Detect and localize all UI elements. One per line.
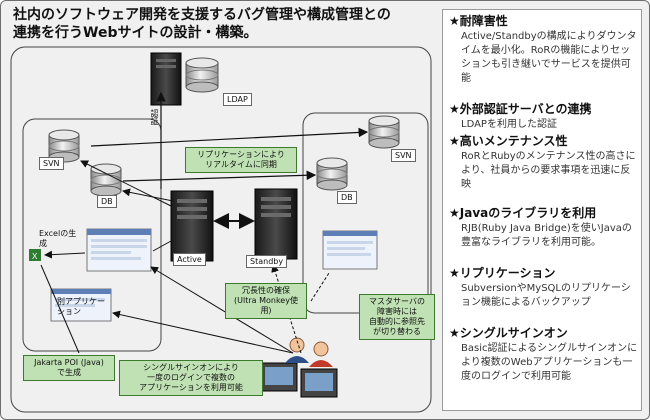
db-right-disk-icon [316, 157, 348, 191]
jakarta-note: Jakarta POI (Java) で生成 [23, 355, 115, 381]
title-line-2: 連携を行うWebサイトの設計・構築。 [13, 25, 258, 41]
sso-note: シングルサインオンにより 一度のログインで複数の アプリケーションを利用可能 [119, 360, 263, 396]
other-app-label: 別アプリケーション [57, 297, 105, 316]
svn-left-label: SVN [39, 157, 64, 170]
ldap-server-icon [150, 52, 182, 106]
db-right-label: DB [337, 191, 357, 204]
auth-label: 認証 [150, 109, 159, 125]
svn-replication-link [90, 127, 369, 147]
svn-right-label: SVN [391, 149, 416, 162]
title-line-1: 社内のソフトウェア開発を支援するバグ管理や構成管理との [13, 7, 391, 23]
feature-heading-3: ★高いメンテナンス性 [449, 134, 568, 148]
failover-link [310, 272, 330, 302]
feature-body-6: Basic認証によるシングルサインオンにより複数のWebアプリケーションも一度の… [461, 343, 638, 382]
active-svn-link [80, 160, 172, 207]
failover-note: マスタサーバの 障害時には 自動的に参照先 が切り替わる [359, 294, 435, 340]
excel-gen-label: Excelの生成 [39, 229, 77, 248]
feature-body-3: RoRとRubyのメンテナンス性の高さにより、社員からの要求事項を迅速に反映 [461, 151, 636, 190]
db-left-label: DB [97, 195, 117, 208]
db-left-disk-icon [90, 163, 122, 197]
jakarta-link [40, 264, 80, 354]
app-screenshot-2 [50, 288, 112, 322]
feature-body-5: SubversionやMySQLのリプリケーション機能によるバックアップ [461, 283, 631, 308]
user-active-link [150, 266, 294, 354]
app-screenshot-1 [86, 228, 152, 272]
standby-server-icon [254, 188, 298, 260]
users-icon [260, 337, 338, 398]
active-server-icon [170, 190, 214, 262]
system-boundary [10, 46, 432, 413]
replication-note: リプリケーションにより リアルタイムに同期 [185, 147, 297, 173]
db-replication-link [122, 170, 317, 182]
ldap-disk-icon [185, 57, 219, 93]
ldap-label: LDAP [223, 93, 252, 106]
feature-body-4: RJB(Ruby Java Bridge)を使いJavaの豊富なライブラリを利用… [461, 223, 632, 248]
active-label: Active [173, 253, 206, 266]
left-site-boundary [22, 118, 162, 352]
feature-heading-4: ★Javaのライブラリを利用 [449, 206, 597, 220]
standby-label: Standby [246, 255, 288, 268]
feature-heading-1: ★耐障害性 [449, 14, 508, 28]
svn-right-disk-icon [368, 115, 400, 149]
feature-heading-2: ★外部認証サーバとの連携 [449, 102, 592, 116]
excel-link [44, 250, 86, 259]
excel-icon: X [29, 249, 41, 261]
app-screenshot-3 [322, 230, 378, 270]
feature-body-2: LDAPを利用した認証 [461, 119, 557, 130]
feature-heading-5: ★リプリケーション [449, 266, 556, 280]
feature-body-1: Active/Standbyの構成によりダウンタイムを最小化。RoRの機能により… [461, 31, 637, 84]
svg-text:X: X [32, 252, 38, 261]
active-db-link [122, 188, 174, 202]
user-otherapp-link [112, 310, 294, 354]
feature-heading-6: ★シングルサインオン [449, 326, 568, 340]
screenshot-active-link [152, 240, 172, 252]
page-title: 社内のソフトウェア開発を支援するバグ管理や構成管理との 連携を行うWebサイトの… [13, 6, 433, 42]
features-panel: ★耐障害性 Active/Standbyの構成によりダウンタイムを最小化。RoR… [442, 9, 642, 411]
right-site-boundary [302, 112, 429, 314]
redundancy-note: 冗長性の確保 (Ultra Monkey使用) [225, 283, 307, 319]
